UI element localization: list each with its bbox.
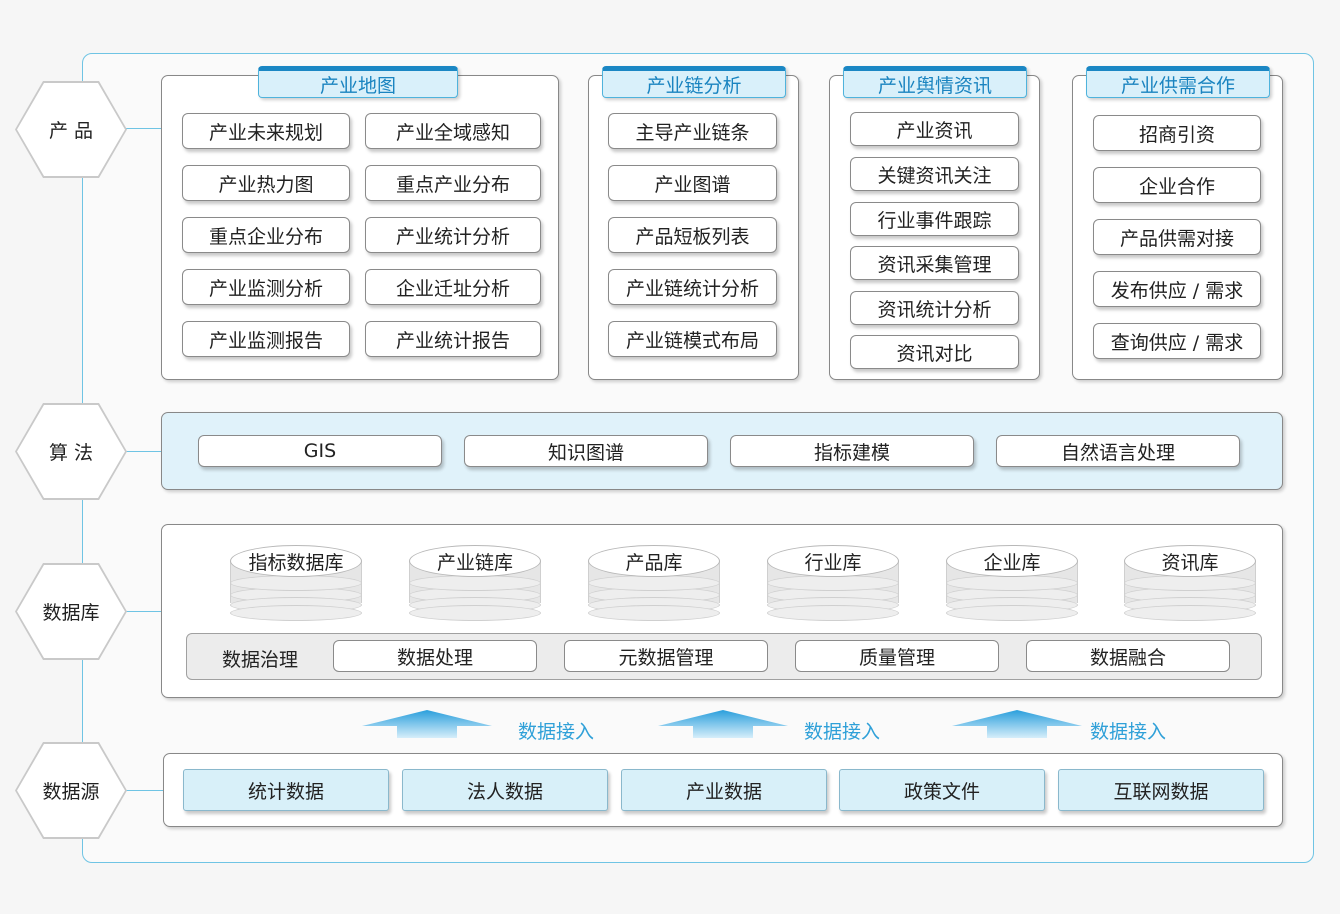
database-cylinder: 行业库 (767, 545, 899, 621)
layer-label-database: 数据库 (17, 565, 125, 658)
database-label: 企业库 (946, 545, 1078, 577)
algorithm-item: 自然语言处理 (996, 435, 1240, 467)
governance-item: 元数据管理 (564, 640, 768, 672)
layer-hex-datasource: 数据源 (15, 742, 127, 839)
product-item: 企业迁址分析 (365, 269, 541, 305)
product-item: 行业事件跟踪 (850, 202, 1019, 236)
product-item: 产业链模式布局 (608, 321, 777, 357)
governance-item: 数据融合 (1026, 640, 1230, 672)
product-item: 产品供需对接 (1093, 219, 1261, 255)
database-label: 资讯库 (1124, 545, 1256, 577)
layer-label-algorithm: 算 法 (17, 405, 125, 498)
datasource-item: 政策文件 (839, 769, 1045, 811)
product-item: 产业全域感知 (365, 113, 541, 149)
product-item: 产业监测报告 (182, 321, 350, 357)
datasource-item: 产业数据 (621, 769, 827, 811)
product-panel-title: 产业地图 (258, 66, 458, 98)
governance-label: 数据治理 (222, 649, 299, 671)
database-cylinder: 企业库 (946, 545, 1078, 621)
product-item: 主导产业链条 (608, 113, 777, 149)
algorithm-item: 指标建模 (730, 435, 974, 467)
product-item: 重点企业分布 (182, 217, 350, 253)
product-item: 产业未来规划 (182, 113, 350, 149)
product-item: 关键资讯关注 (850, 157, 1019, 191)
product-item: 资讯统计分析 (850, 291, 1019, 325)
product-item: 查询供应 / 需求 (1093, 323, 1261, 359)
algorithm-item: 知识图谱 (464, 435, 708, 467)
datasource-item: 法人数据 (402, 769, 608, 811)
product-item: 发布供应 / 需求 (1093, 271, 1261, 307)
product-item: 产业图谱 (608, 165, 777, 201)
product-panel-title: 产业舆情资讯 (843, 66, 1027, 98)
data-access-label: 数据接入 (518, 721, 595, 743)
connector-algorithm (122, 451, 162, 452)
layer-label-datasource: 数据源 (17, 744, 125, 837)
connector-datasource (122, 790, 164, 791)
database-label: 指标数据库 (230, 545, 362, 577)
data-access-label: 数据接入 (1090, 721, 1167, 743)
database-label: 产品库 (588, 545, 720, 577)
product-item: 企业合作 (1093, 167, 1261, 203)
layer-hex-product: 产 品 (15, 81, 127, 178)
product-item: 产业资讯 (850, 112, 1019, 146)
database-label: 行业库 (767, 545, 899, 577)
database-cylinder: 指标数据库 (230, 545, 362, 621)
database-cylinder: 资讯库 (1124, 545, 1256, 621)
layer-label-product: 产 品 (17, 83, 125, 176)
datasource-item: 互联网数据 (1058, 769, 1264, 811)
product-item: 产业链统计分析 (608, 269, 777, 305)
governance-item: 数据处理 (333, 640, 537, 672)
product-item: 重点产业分布 (365, 165, 541, 201)
product-item: 资讯对比 (850, 335, 1019, 369)
product-item: 产业统计分析 (365, 217, 541, 253)
connector-database (122, 611, 162, 612)
data-access-arrow (658, 710, 788, 738)
product-item: 产业监测分析 (182, 269, 350, 305)
data-access-arrow (362, 710, 492, 738)
data-access-arrow (952, 710, 1082, 738)
connector-product (122, 128, 162, 129)
layer-hex-database: 数据库 (15, 563, 127, 660)
datasource-item: 统计数据 (183, 769, 389, 811)
product-panel-title: 产业供需合作 (1086, 66, 1270, 98)
product-panel-title: 产业链分析 (602, 66, 786, 98)
database-label: 产业链库 (409, 545, 541, 577)
database-cylinder: 产品库 (588, 545, 720, 621)
algorithm-item: GIS (198, 435, 442, 467)
product-item: 招商引资 (1093, 115, 1261, 151)
product-item: 产业统计报告 (365, 321, 541, 357)
database-cylinder: 产业链库 (409, 545, 541, 621)
data-access-label: 数据接入 (804, 721, 881, 743)
product-item: 产品短板列表 (608, 217, 777, 253)
product-item: 资讯采集管理 (850, 246, 1019, 280)
governance-item: 质量管理 (795, 640, 999, 672)
product-item: 产业热力图 (182, 165, 350, 201)
